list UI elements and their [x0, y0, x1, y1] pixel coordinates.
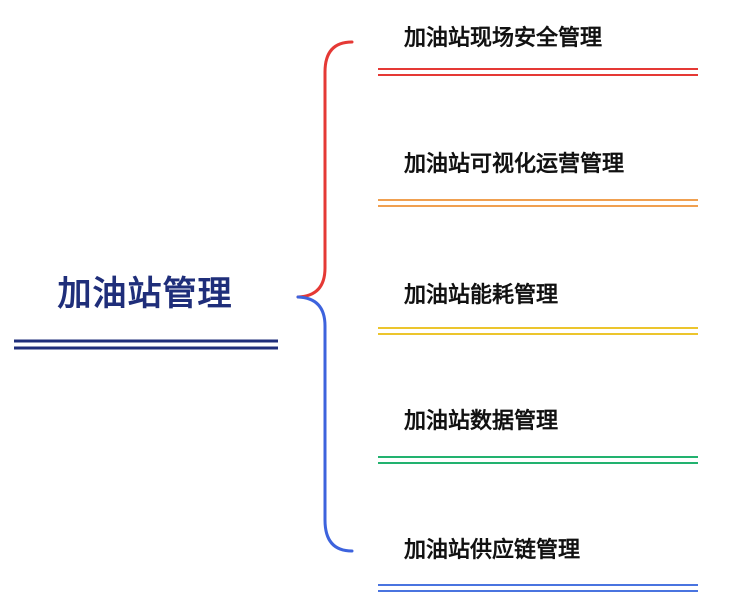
- brace-lower: [296, 295, 354, 553]
- root-node-label: 加油站管理: [57, 274, 233, 314]
- root-underline: [14, 339, 278, 350]
- branch-label-safety: 加油站现场安全管理: [404, 26, 603, 51]
- branch-label-visual-operations: 加油站可视化运营管理: [404, 152, 625, 177]
- brace-upper: [296, 40, 354, 299]
- branch-underline-2: [378, 327, 698, 335]
- branch-underline-3: [378, 456, 698, 464]
- branch-underline-0: [378, 68, 698, 76]
- branch-underline-4: [378, 584, 698, 592]
- branch-underline-1: [378, 199, 698, 207]
- branch-label-supply-chain: 加油站供应链管理: [404, 538, 581, 563]
- branch-label-data: 加油站数据管理: [404, 409, 559, 434]
- branch-label-energy: 加油站能耗管理: [404, 283, 559, 308]
